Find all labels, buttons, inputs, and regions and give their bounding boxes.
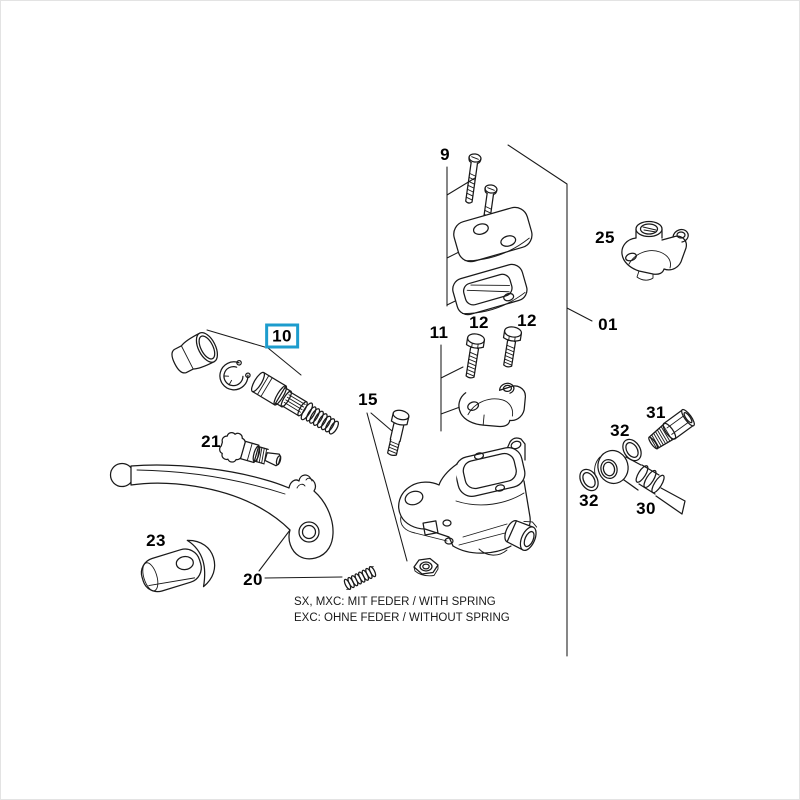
part-15-bolt (386, 409, 410, 457)
variant-note-line2: EXC: OHNE FEDER / WITHOUT SPRING (294, 611, 510, 624)
part-label-10-highlighted[interactable]: 10 (265, 323, 299, 349)
part-10-boot (171, 332, 219, 374)
part-20-lever (109, 462, 334, 560)
part-11-clamp (458, 382, 527, 428)
part-9-screw-1 (465, 153, 482, 204)
variant-notes: SX, MXC: MIT FEDER / WITH SPRING EXC: OH… (294, 595, 510, 626)
part-label-9[interactable]: 9 (440, 145, 450, 164)
variant-note-line1: SX, MXC: MIT FEDER / WITH SPRING (294, 596, 496, 608)
part-label-21[interactable]: 21 (201, 432, 221, 451)
part-30-hose (594, 449, 686, 515)
part-25-clamp (621, 220, 689, 281)
part-label-30[interactable]: 30 (636, 499, 656, 518)
part-23-pivot (140, 539, 216, 593)
part-31-banjo-bolt (648, 408, 695, 450)
part-label-15[interactable]: 15 (358, 390, 378, 409)
part-label-32a[interactable]: 32 (610, 421, 630, 440)
part-32-ring-1 (622, 438, 642, 462)
part-label-11[interactable]: 11 (429, 323, 449, 342)
part-15-leaders (366, 412, 408, 562)
part-12-bolt-1 (465, 333, 486, 379)
part-label-12b[interactable]: 12 (517, 311, 537, 330)
part-20-spring (343, 566, 377, 590)
part-label-20[interactable]: 20 (243, 570, 263, 589)
part-label-31[interactable]: 31 (646, 403, 666, 422)
part-12-bolt-2 (502, 326, 523, 368)
master-cylinder-body (398, 437, 538, 556)
part-label-25[interactable]: 25 (595, 228, 615, 247)
part-label-12a[interactable]: 12 (469, 313, 489, 332)
part-21-adjuster (219, 432, 282, 467)
part-20-leaders (258, 529, 343, 579)
part-15-nut (413, 557, 439, 577)
part-label-23[interactable]: 23 (146, 531, 166, 550)
part-9-reservoir-cover (453, 206, 533, 263)
assembly-frame-line (507, 144, 593, 657)
part-11-leaders (440, 344, 464, 432)
part-10-circlip (219, 359, 251, 391)
part-10-piston-spring (250, 371, 339, 435)
part-label-01[interactable]: 01 (598, 315, 618, 334)
part-9-membrane (452, 263, 528, 316)
part-label-32b[interactable]: 32 (579, 491, 599, 510)
